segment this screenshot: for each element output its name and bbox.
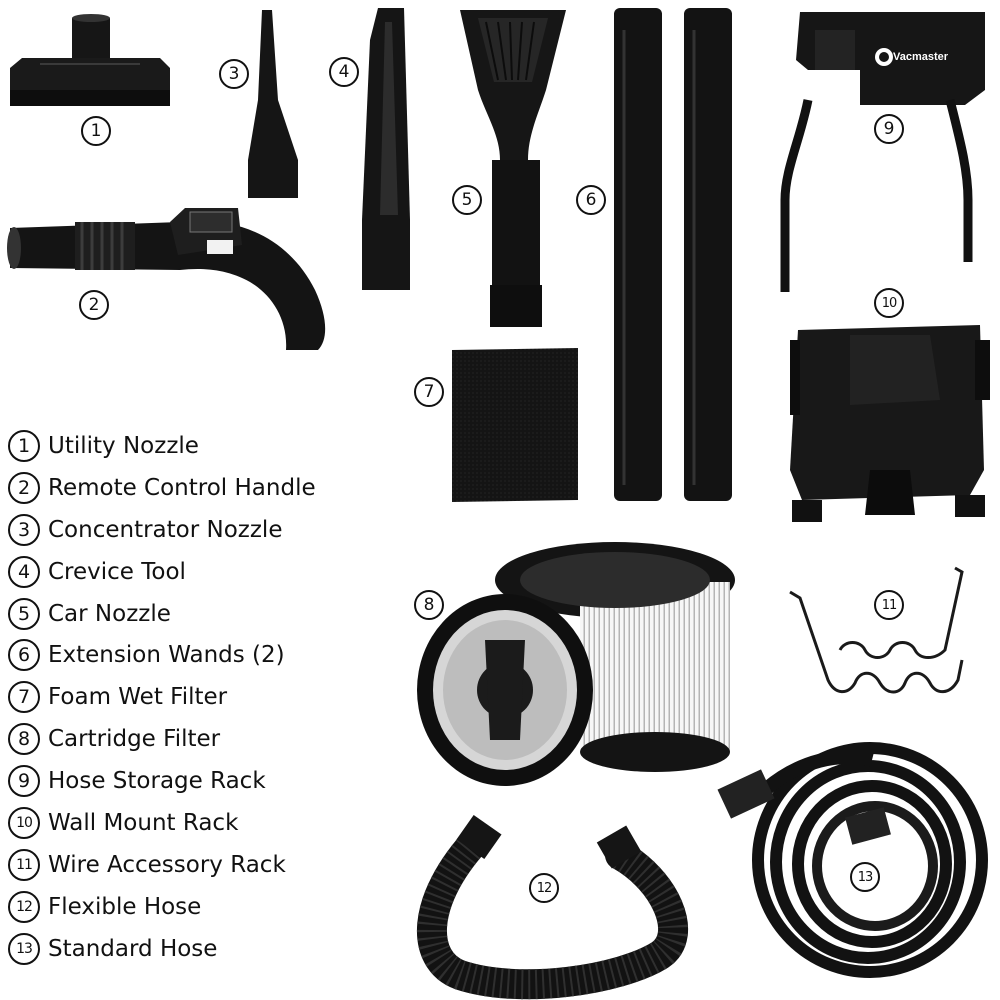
badge-4: 4 — [329, 57, 359, 87]
legend-item: 3 Concentrator Nozzle — [8, 509, 316, 551]
legend-label: Hose Storage Rack — [48, 768, 266, 795]
legend-label: Wire Accessory Rack — [48, 851, 286, 878]
legend-number: 1 — [8, 429, 40, 462]
legend-item: 8 Cartridge Filter — [8, 718, 316, 760]
legend-item: 12 Flexible Hose — [8, 886, 316, 928]
remote-control-handle-image — [7, 208, 326, 350]
legend-item: 11 Wire Accessory Rack — [8, 844, 316, 886]
legend-number: 11 — [8, 848, 40, 881]
foam-wet-filter-image — [452, 348, 578, 502]
legend-number: 9 — [8, 765, 40, 798]
legend-number: 10 — [8, 806, 40, 839]
badge-6: 6 — [576, 185, 606, 215]
vacmaster-logo: Vacmaster — [893, 51, 949, 63]
crevice-tool-image — [362, 8, 410, 290]
legend-item: 2 Remote Control Handle — [8, 467, 316, 509]
cartridge-filter-image — [417, 542, 735, 786]
legend-number: 2 — [8, 471, 40, 504]
legend-number: 3 — [8, 513, 40, 546]
legend-label: Flexible Hose — [48, 893, 202, 920]
accessory-legend: 1 Utility Nozzle 2 Remote Control Handle 3… — [8, 425, 316, 970]
legend-item: 5 Car Nozzle — [8, 593, 316, 635]
badge-11: 11 — [874, 590, 904, 620]
legend-label: Car Nozzle — [48, 600, 171, 627]
legend-label: Wall Mount Rack — [48, 809, 239, 836]
legend-item: 9 Hose Storage Rack — [8, 760, 316, 802]
badge-8: 8 — [414, 590, 444, 620]
legend-label: Remote Control Handle — [48, 474, 316, 501]
car-nozzle-image — [460, 10, 566, 327]
standard-hose-image — [717, 742, 988, 978]
legend-label: Cartridge Filter — [48, 726, 221, 753]
legend-item: 7 Foam Wet Filter — [8, 676, 316, 718]
utility-nozzle-image — [10, 14, 170, 106]
badge-10: 10 — [874, 288, 904, 318]
legend-item: 4 Crevice Tool — [8, 551, 316, 593]
legend-number: 13 — [8, 932, 40, 965]
legend-item: 10 Wall Mount Rack — [8, 802, 316, 844]
extension-wands-image — [614, 8, 732, 501]
legend-number: 4 — [8, 555, 40, 588]
flexible-hose-image — [417, 814, 689, 1000]
badge-5: 5 — [452, 185, 482, 215]
legend-label: Foam Wet Filter — [48, 684, 228, 711]
legend-item: 1 Utility Nozzle — [8, 425, 316, 467]
legend-number: 12 — [8, 890, 40, 923]
badge-9: 9 — [874, 114, 904, 144]
badge-1: 1 — [81, 116, 111, 146]
legend-label: Concentrator Nozzle — [48, 516, 283, 543]
wire-accessory-rack-image — [789, 566, 964, 694]
badge-13: 13 — [850, 862, 880, 892]
legend-label: Extension Wands (2) — [48, 642, 285, 669]
badge-12: 12 — [529, 873, 559, 903]
legend-number: 6 — [8, 639, 40, 672]
hose-storage-rack-image — [780, 12, 985, 292]
legend-label: Standard Hose — [48, 935, 218, 962]
legend-item: 13 Standard Hose — [8, 928, 316, 970]
badge-2: 2 — [79, 290, 109, 320]
badge-7: 7 — [414, 377, 444, 407]
legend-number: 5 — [8, 597, 40, 630]
legend-number: 7 — [8, 681, 40, 714]
wall-mount-rack-image — [790, 325, 990, 522]
legend-label: Utility Nozzle — [48, 432, 199, 459]
legend-number: 8 — [8, 723, 40, 756]
badge-3: 3 — [219, 59, 249, 89]
concentrator-nozzle-image — [248, 10, 298, 198]
legend-label: Crevice Tool — [48, 558, 186, 585]
legend-item: 6 Extension Wands (2) — [8, 634, 316, 676]
